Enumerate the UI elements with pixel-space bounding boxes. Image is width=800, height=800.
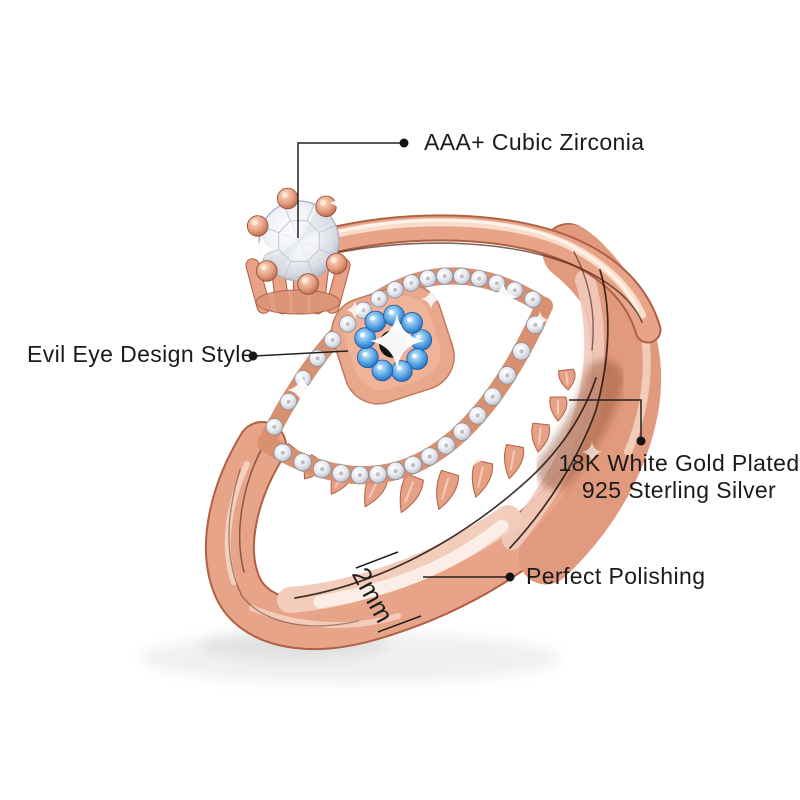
leader-material (569, 399, 642, 437)
callout-dots (248, 138, 646, 582)
ring-band-lower (204, 223, 662, 650)
leader-cubic-zirconia (297, 142, 404, 238)
band-width-tick (377, 615, 422, 633)
label-material-line1: 18K White Gold Plated (558, 450, 800, 476)
leader-evil-eye (252, 350, 349, 357)
ring-band-top (306, 214, 662, 344)
label-perfect-polishing: Perfect Polishing (526, 562, 706, 589)
label-material: 18K White Gold Plated 925 Sterling Silve… (558, 450, 799, 504)
callout-dot (399, 138, 409, 148)
band-width-tick (355, 551, 399, 569)
label-evil-eye-design: Evil Eye Design Style (27, 340, 254, 367)
label-material-line2: 925 Sterling Silver (581, 477, 777, 503)
callout-dot (636, 436, 646, 446)
band-edge-lines (228, 242, 643, 627)
callout-lines (252, 142, 642, 578)
callout-dot (248, 351, 258, 361)
eyelash-fringe (282, 368, 576, 514)
solitaire-stone (245, 187, 351, 315)
label-cubic-zirconia: AAA+ Cubic Zirconia (424, 128, 645, 155)
sparkle-glints (249, 192, 602, 473)
callout-dot (505, 572, 515, 582)
